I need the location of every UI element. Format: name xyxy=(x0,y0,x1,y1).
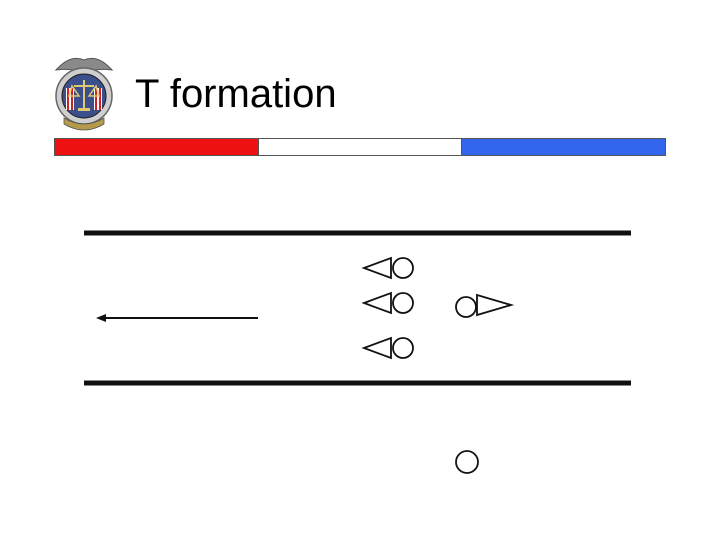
player-left-2 xyxy=(361,291,414,315)
player-right-1 xyxy=(455,293,515,318)
player-right-2 xyxy=(455,450,479,474)
player-left-1 xyxy=(361,256,414,280)
slide-title: T formation xyxy=(135,72,337,116)
color-bar-red xyxy=(55,139,258,155)
color-bar xyxy=(54,138,666,156)
player-left-3 xyxy=(361,336,414,360)
direction-arrow-icon xyxy=(96,314,258,322)
color-bar-blue xyxy=(461,139,666,155)
badge-seal-icon xyxy=(50,48,118,132)
color-bar-white xyxy=(257,139,462,155)
